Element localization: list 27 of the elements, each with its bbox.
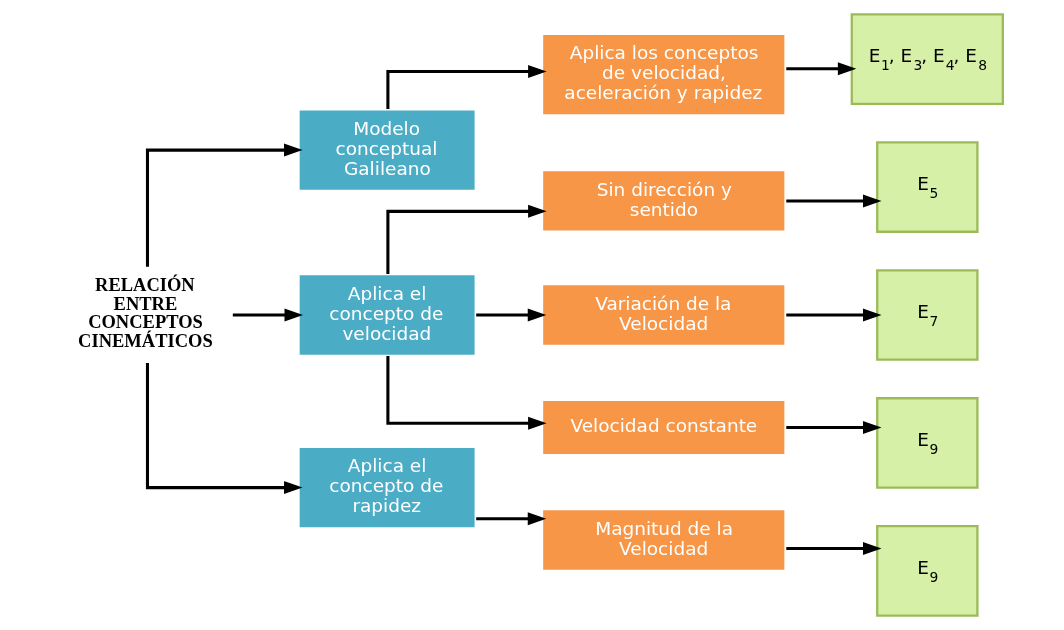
arrow [386,204,547,275]
arrow [145,143,303,267]
arrow [786,194,882,208]
node-box: E$_{1}$, E$_{3}$, E$_{4}$, E$_{8}$ [850,13,1004,105]
node-text: RELACIÓN ENTRE CONCEPTOS CINEMÁTICOS [78,275,213,351]
arrow [786,308,882,322]
node-box: Aplica el concepto de rapidez [297,445,477,530]
node-box: E$_{9}$ [876,397,979,489]
node-box: Variación de la Velocidad [540,283,787,347]
arrow [145,363,303,495]
arrow [476,308,547,322]
node-box: Sin dirección y sentido [540,168,787,233]
node-box: E$_{7}$ [876,269,979,361]
node-box: E$_{5}$ [876,141,979,233]
arrow [386,65,547,109]
node-box: Magnitud de la Velocidad [540,508,787,572]
node-box: Velocidad constante [540,398,787,457]
node-box: Aplica los conceptos de velocidad, aceleración y rapidez [540,32,787,117]
node-box: Aplica el concepto de velocidad [297,273,477,357]
arrow [786,421,882,434]
arrow [786,542,882,555]
arrow [386,355,547,430]
arrow [232,308,304,322]
node-box: Modelo conceptual Galileano [297,108,477,193]
node-box: E$_{9}$ [876,525,979,617]
arrow [476,512,547,526]
arrow [786,62,857,76]
